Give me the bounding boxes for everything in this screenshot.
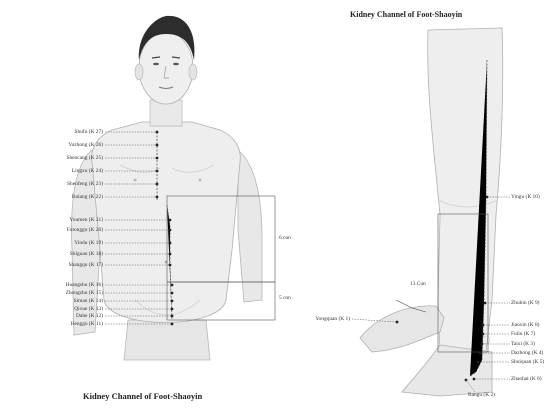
torso-figure-title: Kidney Channel of Foot-Shaoyin bbox=[83, 391, 202, 401]
acupoint-dot bbox=[171, 315, 174, 318]
point-label: Zhongzhu (K 15) bbox=[66, 290, 103, 296]
measure-label-5-cun: 5 cun bbox=[279, 295, 291, 301]
point-label: Henggu (K 11) bbox=[71, 321, 103, 327]
point-label: Yindu (K 19) bbox=[74, 240, 103, 246]
measure-label-13-cun: 13 Cun bbox=[410, 281, 426, 287]
point-label: Rangu (K 2) bbox=[468, 392, 495, 398]
point-label: Lingxu (K 24) bbox=[72, 168, 103, 174]
point-label: Shencang (K 25) bbox=[66, 155, 103, 161]
acupoint-dot bbox=[484, 302, 487, 305]
point-label: Shufu (K 27) bbox=[75, 129, 103, 135]
measure-label-6-cun: 6 cun bbox=[279, 235, 291, 241]
point-label: Shuiquan (K 5) bbox=[511, 359, 544, 365]
acupoint-dot bbox=[486, 196, 489, 199]
acupoint-dot bbox=[171, 300, 174, 303]
point-label: Jiaoxin (K 8) bbox=[511, 322, 539, 328]
point-label: Shangqu (K 17) bbox=[69, 262, 103, 268]
acupoint-dot bbox=[482, 333, 485, 336]
leg-figure-title: Kidney Channel of Foot-Shaoyin bbox=[350, 10, 462, 19]
acupoint-dot bbox=[156, 170, 159, 173]
acupoint-dot bbox=[171, 308, 174, 311]
acupoint-dot bbox=[156, 131, 159, 134]
point-label: Siman (K 14) bbox=[74, 298, 103, 304]
point-label: Yingu (K 10) bbox=[511, 194, 540, 200]
acupoint-dot bbox=[156, 144, 159, 147]
point-label: Shiguan (K 18) bbox=[70, 251, 103, 257]
acupoint-dot bbox=[482, 324, 485, 327]
acupoint-dot bbox=[396, 321, 399, 324]
point-label: Zhubin (K 9) bbox=[511, 300, 539, 306]
acupoint-dot bbox=[473, 378, 476, 381]
point-label: Taixi (K 3) bbox=[511, 341, 535, 347]
point-label: Futonggu (K 20) bbox=[67, 227, 103, 233]
acupoint-dot bbox=[171, 323, 174, 326]
point-label: Bulang (K 22) bbox=[72, 194, 103, 200]
point-label: Fuliu (K 7) bbox=[511, 331, 535, 337]
acupoint-dot bbox=[171, 284, 174, 287]
acupoint-dot bbox=[169, 264, 172, 267]
point-label: Zhaohai (K 6) bbox=[511, 376, 542, 382]
point-label: Dahe (K 12) bbox=[76, 313, 103, 319]
point-label: Yongquan (K 1) bbox=[315, 316, 350, 322]
acupoint-dot bbox=[156, 196, 159, 199]
point-label: Dazhong (K 4) bbox=[511, 350, 543, 356]
acupoint-dot bbox=[169, 242, 172, 245]
point-label: Huangshu (K 16) bbox=[66, 282, 103, 288]
acupoint-dot bbox=[477, 361, 480, 364]
point-label: Youmen (K 21) bbox=[69, 217, 103, 223]
point-label: Yuzhong (K 26) bbox=[68, 142, 103, 148]
acupoint-dot bbox=[169, 219, 172, 222]
acupoint-dot bbox=[169, 253, 172, 256]
acupoint-dot bbox=[156, 183, 159, 186]
acupoint-dot bbox=[156, 157, 159, 160]
acupoint-dot bbox=[481, 343, 484, 346]
acupoint-dot bbox=[479, 352, 482, 355]
point-label: Shenfeng (K 23) bbox=[67, 181, 103, 187]
acupoint-dot bbox=[169, 229, 172, 232]
point-label: Qixue (K 13) bbox=[74, 306, 103, 312]
acupoint-dot bbox=[171, 292, 174, 295]
